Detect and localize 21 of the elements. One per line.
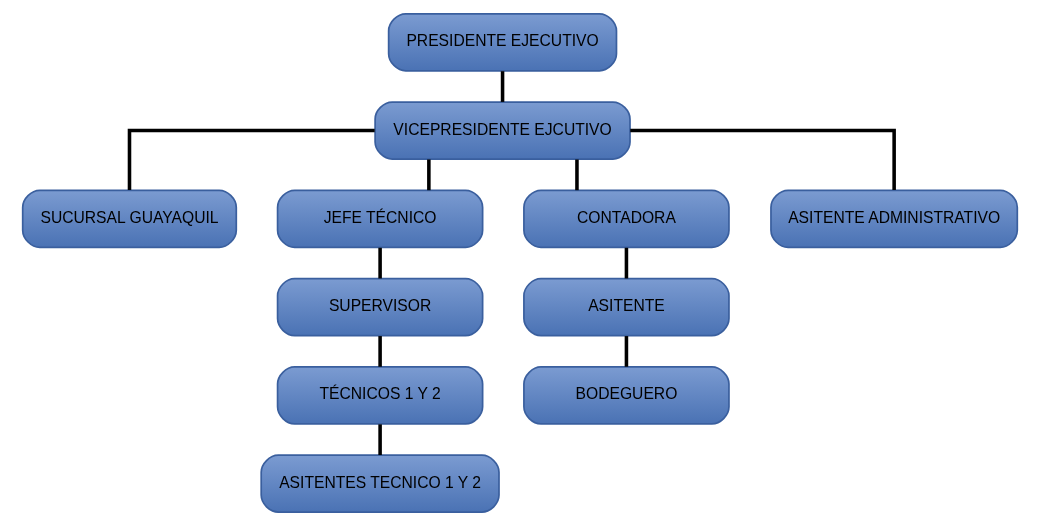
node-box: PRESIDENTE EJECUTIVO: [387, 12, 618, 72]
connector: [427, 159, 431, 191]
node-box: ASITENTES TECNICO 1 Y 2: [260, 454, 500, 514]
node-box: SUCURSAL GUAYAQUIL: [21, 189, 238, 249]
node-box: BODEGUERO: [523, 366, 730, 425]
node-box: VICEPRESIDENTE EJCUTIVO: [374, 101, 631, 160]
connector: [378, 424, 382, 456]
connector: [127, 128, 375, 190]
node-box: CONTADORA: [523, 189, 730, 249]
node-box: ASITENTE ADMINISTRATIVO: [770, 189, 1019, 249]
connector: [630, 128, 896, 190]
connector: [575, 159, 579, 191]
connector: [378, 247, 382, 279]
connector: [624, 247, 629, 279]
node-box: SUPERVISOR: [276, 277, 484, 337]
connector: [624, 336, 629, 367]
connector: [378, 336, 382, 367]
node-box: TÉCNICOS 1 Y 2: [276, 366, 484, 425]
connector: [500, 71, 505, 102]
node-box: ASITENTE: [523, 277, 730, 337]
node-box: JEFE TÉCNICO: [276, 189, 484, 249]
